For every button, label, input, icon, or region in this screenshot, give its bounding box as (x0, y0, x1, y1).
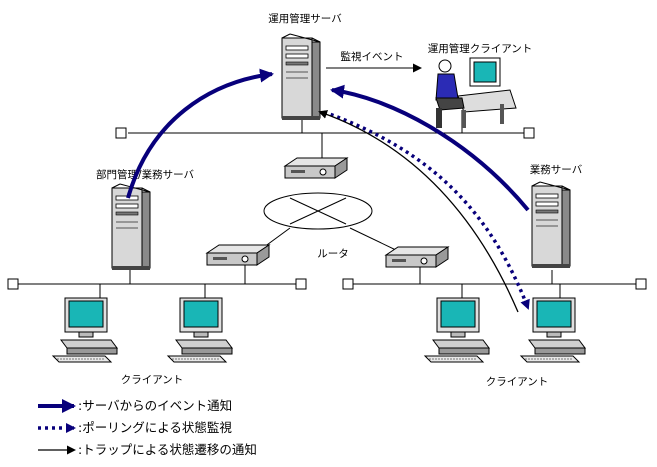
client-pc (167, 297, 233, 363)
legend-item-polling: :ポーリングによる状態監視 (38, 420, 232, 435)
client-pc (52, 297, 118, 363)
left-router (206, 244, 270, 266)
client-pc (520, 297, 586, 363)
legend-item-trap: :トラップによる状態遷移の通知 (38, 442, 257, 457)
biz-server-label: 業務サーバ (530, 163, 583, 176)
dept-server-label: 部門管理/業務サーバ (96, 168, 194, 181)
ops-client-workstation (435, 57, 517, 128)
line-terminators (7, 127, 647, 290)
event-notify-arrow-left (126, 68, 274, 199)
clients-left-label: クライアント (121, 374, 184, 386)
monitor-event-label: 監視イベント (341, 50, 404, 63)
legend-trap-text: :トラップによる状態遷移の通知 (78, 442, 257, 457)
router-cross (263, 192, 373, 230)
clients-right-label: クライアント (486, 376, 549, 388)
legend: :サーバからのイベント通知 :ポーリングによる状態監視 :トラップによる状態遷移… (38, 398, 257, 457)
legend-polling-text: :ポーリングによる状態監視 (78, 420, 232, 435)
dept-server (111, 183, 151, 271)
legend-event-text: :サーバからのイベント通知 (78, 398, 232, 413)
ops-client-label: 運用管理クライアント (428, 42, 533, 55)
client-pc (424, 297, 490, 363)
ops-server-label: 運用管理サーバ (268, 12, 342, 25)
event-notify-arrow-right (330, 84, 530, 212)
polling-arrow (323, 110, 530, 310)
trap-arrow (318, 110, 519, 313)
router-label: ルータ (317, 248, 349, 260)
ops-server (281, 33, 321, 121)
right-router (385, 246, 449, 268)
biz-server (531, 181, 571, 269)
legend-item-event: :サーバからのイベント通知 (38, 398, 232, 413)
center-router (284, 157, 348, 179)
